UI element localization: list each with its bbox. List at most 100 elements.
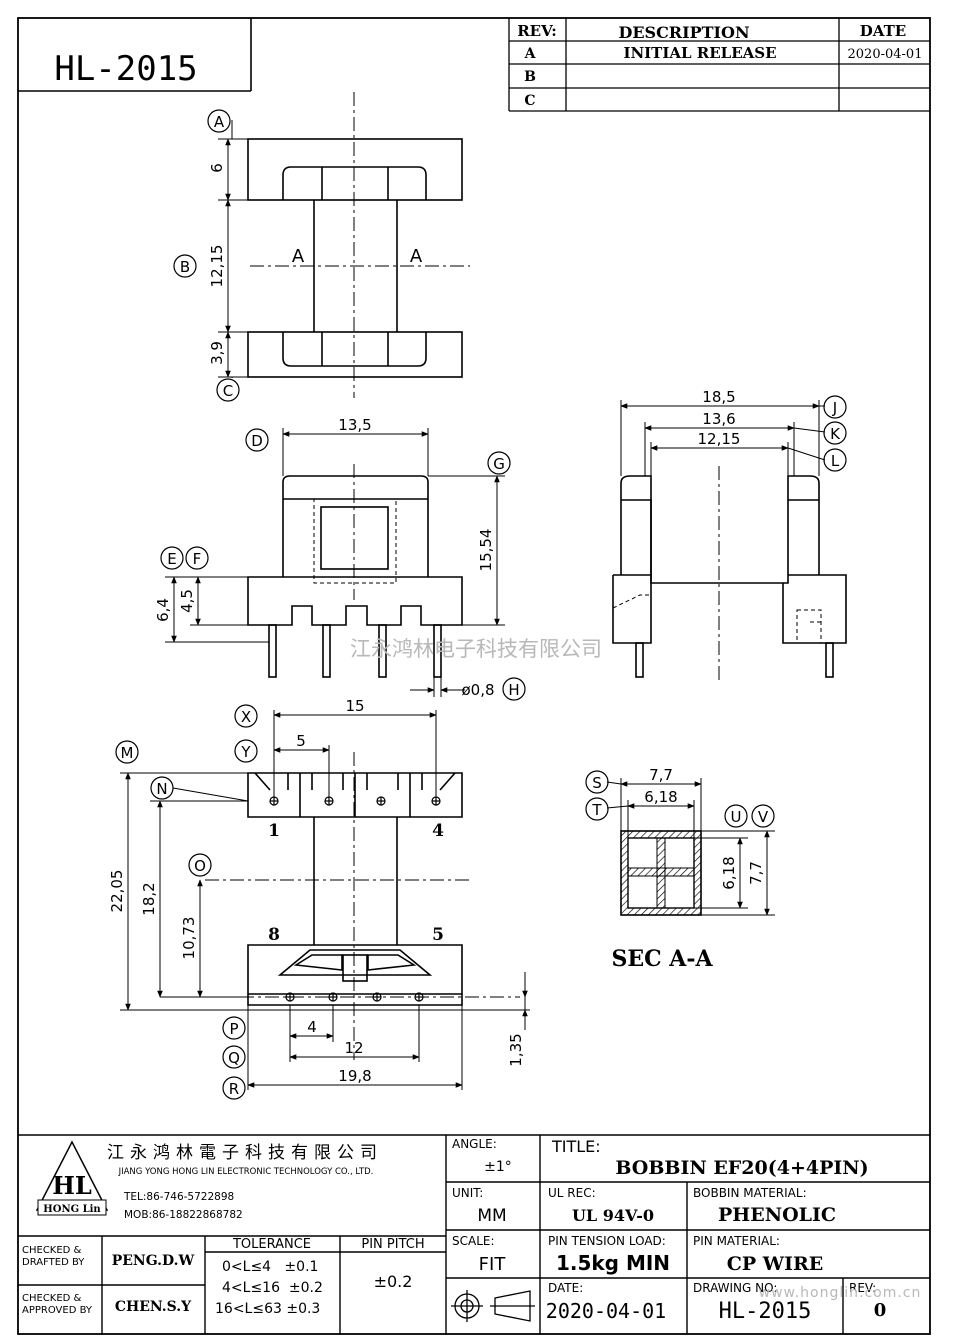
material-value: PHENOLIC xyxy=(718,1204,836,1226)
dim-outer-w: 7,7 xyxy=(649,766,673,784)
pin-number-1: 1 xyxy=(268,821,280,841)
scale-label: SCALE: xyxy=(452,1234,495,1248)
drawing-value: HL-2015 xyxy=(719,1299,812,1324)
ul-label: UL REC: xyxy=(548,1186,596,1200)
dim-mid: 13,6 xyxy=(702,410,735,428)
description-header: DESCRIPTION xyxy=(618,23,749,42)
unit-value: MM xyxy=(477,1206,506,1226)
dim-row-span: 15 xyxy=(345,697,364,715)
callout-n: N xyxy=(156,780,167,798)
unit-label: UNIT: xyxy=(452,1186,483,1200)
dim-overall: 18,5 xyxy=(702,388,735,406)
tension-label: PIN TENSION LOAD: xyxy=(548,1234,666,1248)
callout-a: A xyxy=(214,113,225,131)
pin-number-5: 5 xyxy=(432,925,444,945)
pin-number-4: 4 xyxy=(432,821,444,841)
dim-overall-width: 19,8 xyxy=(338,1067,371,1085)
callout-l: L xyxy=(831,452,840,470)
top-view: 6 12,15 3,9 A A A B C xyxy=(173,92,470,402)
front-view: 13,5 15,54 6,4 4,5 ø0,8 D E F G H xyxy=(154,416,526,701)
dim-flange-bottom: 3,9 xyxy=(208,341,226,365)
revision-table-text: REV: DESCRIPTION DATE A INITIAL RELEASE … xyxy=(517,22,922,109)
projection-symbol-icon xyxy=(451,1290,535,1322)
callout-j: J xyxy=(832,399,837,417)
material-label: BOBBIN MATERIAL: xyxy=(693,1186,807,1200)
side-view: 18,5 13,6 12,15 J K L xyxy=(612,388,847,680)
watermark: 江永鸿林电子科技有限公司 xyxy=(350,637,602,661)
date-header: DATE xyxy=(860,22,906,40)
sheet-border xyxy=(17,17,931,1335)
company-logo: HL HONG Lin xyxy=(35,1140,109,1216)
rev-value: 0 xyxy=(874,1300,887,1321)
tolerance-row-2: 4<L≤16 ±0.2 xyxy=(222,1280,323,1296)
section-mark-left: A xyxy=(292,246,305,267)
dim-offset: 1,35 xyxy=(507,1033,525,1066)
callout-h: H xyxy=(508,681,519,699)
rev-label: REV: xyxy=(849,1281,876,1295)
callout-u: U xyxy=(731,808,742,826)
dim-center-len: 10,73 xyxy=(180,917,198,960)
drawing-label: DRAWING NO: xyxy=(693,1281,777,1295)
dim-flange-top: 6 xyxy=(208,163,226,173)
dim-base-height: 6,4 xyxy=(154,598,172,622)
dim-winding: 12,15 xyxy=(208,245,226,288)
callout-f: F xyxy=(193,550,202,568)
dim-step-height: 4,5 xyxy=(178,589,196,613)
checked-label-2: DRAFTED BY xyxy=(22,1257,85,1268)
callout-k: K xyxy=(830,425,841,443)
pin-pitch-value: ±0.2 xyxy=(374,1272,413,1291)
ul-value: UL 94V-0 xyxy=(572,1206,654,1225)
approved-label-1: CHECKED & xyxy=(22,1293,82,1304)
angle-value: ±1° xyxy=(484,1159,512,1175)
dim-inner-h: 6,18 xyxy=(720,856,738,889)
dim-pitch-bottom: 4 xyxy=(307,1018,317,1036)
section-view: 7,7 6,18 6,18 7,7 S T U V SEC A-A xyxy=(585,766,775,972)
callout-o: O xyxy=(194,857,206,875)
dim-outer-h: 7,7 xyxy=(747,861,765,885)
company-mob: MOB:86-18822868782 xyxy=(124,1209,243,1221)
callout-c: C xyxy=(223,382,233,400)
company-name-cn: 江永鸿林電子科技有限公司 xyxy=(107,1143,383,1163)
section-mark-right: A xyxy=(410,246,423,267)
pin-material-value: CP WIRE xyxy=(727,1253,824,1275)
callout-q: Q xyxy=(228,1049,240,1067)
callout-t: T xyxy=(591,801,602,819)
dim-inner-w: 6,18 xyxy=(644,788,677,806)
dim-width: 13,5 xyxy=(338,416,371,434)
tolerance-row-3: 16<L≤63 ±0.3 xyxy=(215,1301,320,1317)
title-label: TITLE: xyxy=(551,1137,601,1156)
dim-pin-dia: ø0,8 xyxy=(461,681,494,699)
dim-height: 15,54 xyxy=(477,529,495,572)
callout-p: P xyxy=(229,1020,238,1038)
logo-mark: HL xyxy=(52,1171,92,1200)
rev-header: REV: xyxy=(517,22,557,40)
approved-label-2: APPROVED BY xyxy=(22,1305,93,1316)
angle-label: ANGLE: xyxy=(452,1137,497,1151)
section-title: SEC A-A xyxy=(611,946,713,972)
logo-subtext: HONG Lin xyxy=(43,1204,101,1215)
website-watermark: www.honglin.com.cn xyxy=(759,1285,922,1301)
company-name-en: JIANG YONG HONG LIN ELECTRONIC TECHNOLOG… xyxy=(118,1167,374,1177)
callout-v: V xyxy=(758,808,769,826)
callout-x: X xyxy=(241,708,251,726)
tolerance-row-1: 0<L≤4 ±0.1 xyxy=(222,1259,318,1275)
dim-inner-len: 18,2 xyxy=(140,882,158,915)
dim-overall-len: 22,05 xyxy=(108,870,126,913)
callout-s: S xyxy=(592,774,602,792)
title-value: BOBBIN EF20(4+4PIN) xyxy=(615,1157,868,1179)
tension-value: 1.5kg MIN xyxy=(556,1251,670,1275)
date-label: DATE: xyxy=(548,1281,583,1295)
pin-number-8: 8 xyxy=(268,925,280,945)
part-number-box: HL-2015 xyxy=(18,18,252,92)
revision-table xyxy=(508,18,930,112)
callout-e: E xyxy=(167,550,176,568)
dim-pitch-top: 5 xyxy=(296,732,306,750)
dim-inner: 12,15 xyxy=(698,430,741,448)
checked-label-1: CHECKED & xyxy=(22,1245,82,1256)
rev-row-a: A xyxy=(524,46,537,62)
pin-material-label: PIN MATERIAL: xyxy=(693,1234,780,1248)
date-value: 2020-04-01 xyxy=(546,1299,666,1323)
callout-b: B xyxy=(180,258,190,276)
title-block-lines xyxy=(18,1134,930,1334)
pin-pitch-label: PIN PITCH xyxy=(361,1237,424,1252)
